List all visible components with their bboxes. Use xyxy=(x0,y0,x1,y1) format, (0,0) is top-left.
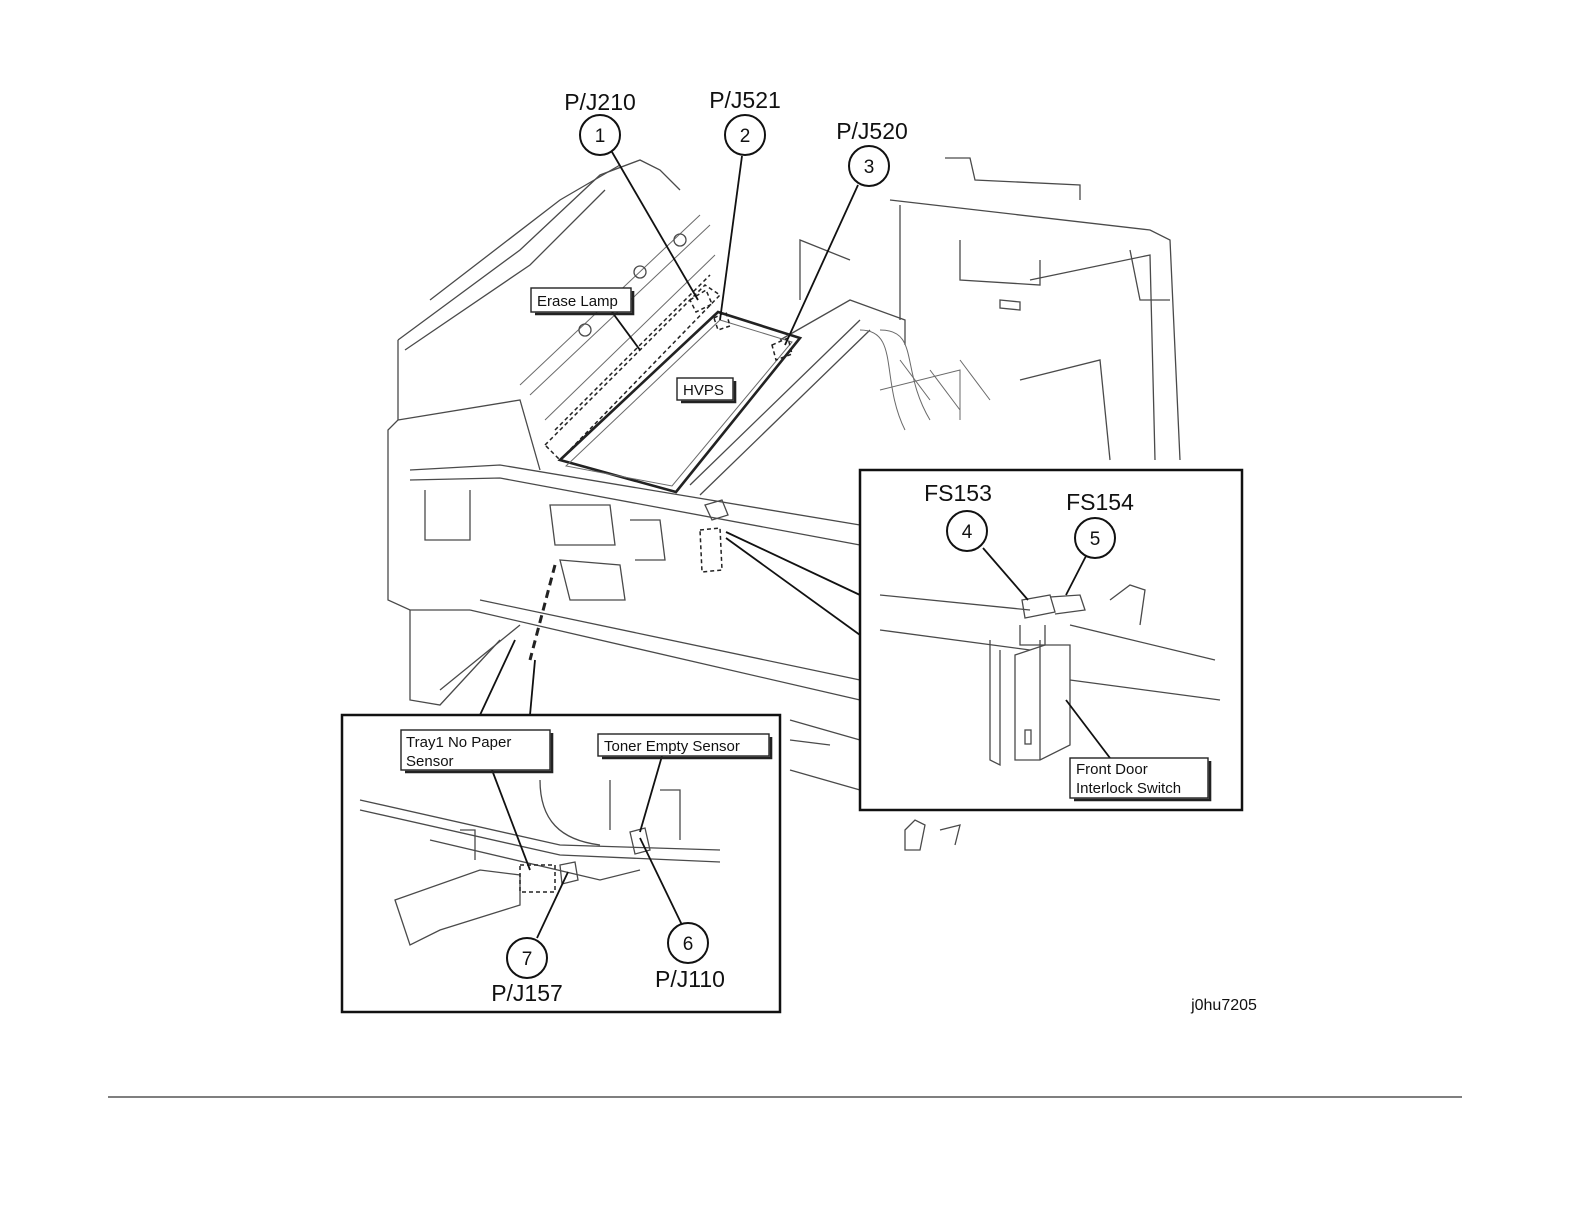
switch-label-fs154: FS154 xyxy=(1066,489,1134,515)
tray1-label-line1: Tray1 No Paper xyxy=(406,734,511,751)
label-toner-empty: Toner Empty Sensor xyxy=(598,734,771,758)
callout-number-2: 2 xyxy=(740,126,751,147)
callout-number-4: 4 xyxy=(962,522,973,543)
connector-label-pj157: P/J157 xyxy=(491,980,563,1006)
inset-leaders xyxy=(480,532,860,715)
front-door-label-line2: Interlock Switch xyxy=(1076,780,1181,797)
label-hvps: HVPS xyxy=(677,378,735,402)
figure-id: j0hu7205 xyxy=(1190,997,1257,1014)
connector-label-pj110: P/J110 xyxy=(655,966,725,992)
front-door-label-line1: Front Door xyxy=(1076,761,1148,778)
toner-empty-label: Toner Empty Sensor xyxy=(604,738,740,755)
callout-number-7: 7 xyxy=(522,949,533,970)
label-erase-lamp: Erase Lamp xyxy=(531,288,633,314)
connector-label-pj520: P/J520 xyxy=(836,118,908,144)
erase-lamp-label: Erase Lamp xyxy=(537,293,618,310)
tray1-label-line2: Sensor xyxy=(406,753,454,770)
label-front-door: Front Door Interlock Switch xyxy=(1070,758,1210,800)
hvps-label: HVPS xyxy=(683,382,724,399)
callout-2: 2 P/J521 xyxy=(709,87,781,155)
callout-number-6: 6 xyxy=(683,934,694,955)
switch-label-fs153: FS153 xyxy=(924,480,992,506)
connector-label-pj521: P/J521 xyxy=(709,87,781,113)
label-tray1-sensor: Tray1 No Paper Sensor xyxy=(401,730,552,772)
callout-number-1: 1 xyxy=(595,126,606,147)
connector-label-pj210: P/J210 xyxy=(564,89,636,115)
callout-number-3: 3 xyxy=(864,157,875,178)
callout-number-5: 5 xyxy=(1090,529,1101,550)
callout-1: 1 P/J210 xyxy=(564,89,636,155)
callout-3: 3 P/J520 xyxy=(836,118,908,186)
